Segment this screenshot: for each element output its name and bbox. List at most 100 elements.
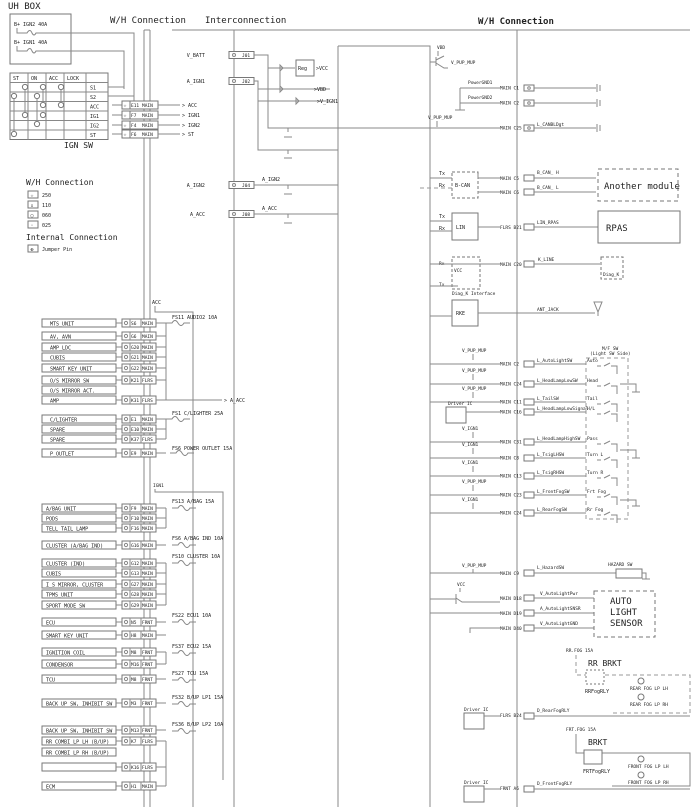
fuse-label: FS11 AUDIO2 10A (172, 315, 217, 321)
switch-signal: L_FrontFogSW (537, 489, 570, 495)
load-name: AMP_LDC (50, 346, 71, 352)
auto-light-sensor-title: AUTO (610, 597, 632, 607)
load-name: CONDENSOR (46, 663, 74, 669)
switch-position: Tail (587, 396, 598, 402)
front-fog-lamp: FRONT FOG LP RH (628, 780, 669, 786)
ign1-load-conn-harness: FLRS (142, 765, 153, 771)
acc-load-conn-conn: K37 (131, 437, 139, 443)
pin-box (523, 124, 535, 132)
inter-input-label: A_IGN1 (187, 79, 205, 85)
pin-icon (123, 764, 129, 770)
load-name: A/BAG UNIT (46, 507, 76, 513)
diag-k-connector (600, 256, 624, 280)
conn-divider (129, 726, 142, 734)
load-name: TELL TAIL LAMP (46, 527, 88, 533)
lin-conn: FLRS B21 (500, 225, 522, 231)
auto-light-signal: V_AutoLightPwr (540, 591, 578, 597)
kline-wires (430, 263, 500, 287)
pin-box (523, 188, 535, 196)
conn-divider (129, 618, 142, 626)
ign-row-label: IG2 (90, 124, 99, 130)
ign1-load-conn-conn: G27 (131, 582, 139, 588)
acc-load-conn-harness: MAIN (142, 451, 153, 457)
acc-output-label: > A_ACC (224, 398, 245, 404)
vpup-label: V_PUP_MUP (451, 60, 476, 66)
switch-position: Turn L (587, 452, 604, 458)
conn-divider (129, 660, 142, 668)
acc-load-conn-harness: MAIN (142, 345, 153, 351)
pin-icon (123, 333, 129, 339)
contact-circle-icon (21, 111, 29, 119)
ground-icon (642, 572, 650, 580)
rpas-label: RPAS (606, 224, 628, 234)
ign-col-header: ST (13, 76, 19, 82)
pin-box (523, 472, 535, 480)
pin-icon (123, 700, 129, 706)
ign1-load-conn-harness: FRNT (142, 701, 153, 707)
switch-position: Frt Fog (587, 489, 606, 495)
star-pin-glyph: ☆ (124, 123, 127, 129)
acc-supply-bus (154, 306, 194, 807)
canbl-conn: MAIN C25 (500, 126, 522, 132)
ign-out-conn: E11 (131, 103, 139, 109)
switch-wire (430, 374, 500, 385)
circle-pin-icon-glyph: ○ (31, 213, 34, 219)
rpas-box (597, 210, 681, 244)
legend-label: 025 (42, 223, 51, 229)
acc-load-conn-harness: MAIN (142, 334, 153, 340)
switch-conn: MAIN C16 (500, 410, 522, 416)
driver-ic-label: Driver IC (448, 401, 473, 407)
pin-icon (123, 591, 129, 597)
jumper-pin-icon (27, 244, 39, 253)
bcan-h-conn: MAIN C5 (500, 176, 519, 182)
pin-icon (123, 602, 129, 608)
auto-light-signal: V_AutoLightGND (540, 621, 578, 627)
contact-circle-icon (57, 101, 65, 109)
conn-divider (129, 524, 142, 532)
ign1-supply-label: IGN1 (153, 483, 164, 489)
ign-out-harness: MAIN (142, 132, 153, 138)
front-fog-wires (575, 734, 691, 787)
hazard-conn: MAIN C9 (500, 571, 519, 577)
load-box (41, 762, 117, 772)
pin-icon (123, 416, 129, 422)
hazard-signal: L_HazardSW (537, 565, 564, 571)
inter-conn-id: J04 (242, 183, 250, 189)
fuse-symbol-icon (172, 560, 196, 566)
conn-divider (129, 559, 142, 567)
switch-signal: L_HeadLampLowSignal (537, 406, 589, 412)
pin-icon (527, 101, 531, 105)
fuse-label: FS32 B/UP LP1 15A (172, 695, 223, 701)
switch-signal: L_RearFogSW (537, 507, 567, 513)
ign-col-header: LOCK (67, 76, 79, 82)
pin-icon (123, 320, 129, 326)
rear-fog-brkt: RR BRKT (588, 659, 622, 668)
jumper-pin-glyph: ⊕ (31, 247, 34, 253)
switch-pup-label: V_PUP_MUP (462, 386, 487, 392)
ign1-load-conn-harness: MAIN (142, 582, 153, 588)
ign1-load-conn-harness: MAIN (142, 633, 153, 639)
pin-box (523, 99, 535, 107)
pin-icon (123, 738, 129, 744)
lin-signal: LIN_RPAS (537, 220, 559, 226)
transistor-icon (430, 51, 448, 69)
ign1-load-conn-conn: G13 (131, 571, 139, 577)
rear-fog-wires (575, 655, 691, 714)
switch-wire (430, 354, 500, 365)
star-pin-glyph: ☆ (124, 113, 127, 119)
bcan-l-signal: B_CAN_ L (537, 185, 559, 191)
load-name: TCU (46, 678, 55, 684)
kline-iface: Diag_K Interface (452, 291, 496, 297)
legend-label: 250 (42, 193, 51, 199)
auto-light-signal: A_AutoLightSNSR (540, 606, 581, 612)
conn-divider (129, 648, 142, 656)
contact-circle-icon (10, 130, 18, 138)
fuse-symbol-icon (172, 542, 196, 548)
conn-divider (129, 332, 142, 340)
conn-divider (129, 763, 142, 771)
acc-load-conn-conn: G22 (131, 366, 139, 372)
load-name: MTS_UNIT (50, 322, 74, 328)
conn-divider (129, 353, 142, 361)
load-name: BACK UP SW, INHIBIT SW (46, 729, 113, 735)
conn-divider (129, 514, 142, 522)
